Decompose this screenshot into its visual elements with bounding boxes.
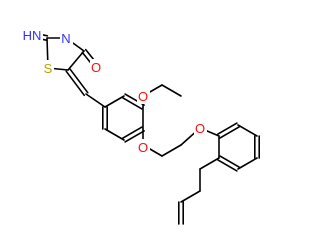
phenoxy-oxygen-atom: O (194, 120, 207, 136)
carbonyl-oxygen-label: O (91, 60, 101, 75)
single-bond (67, 50, 85, 71)
single-bond (161, 144, 182, 157)
double-bond-line (217, 122, 238, 135)
double-bond-line (122, 97, 143, 110)
phenoxy-oxygen-label: O (195, 121, 205, 136)
atom-label-layer: HN N S O O O O (21, 27, 207, 155)
single-bond (85, 93, 106, 108)
double-bond-line (219, 126, 240, 139)
single-bond (237, 124, 258, 137)
ring-sulfur-atom: S (42, 60, 54, 76)
aryl-ether-oxygen-label: O (138, 140, 148, 155)
single-bond (237, 157, 258, 170)
imine-nitrogen-label: HN (23, 28, 42, 43)
double-bond-line (65, 70, 86, 97)
ethoxy-oxygen-label: O (138, 89, 148, 104)
ring-nitrogen-atom: N (60, 30, 73, 46)
single-bond (104, 128, 125, 141)
ring-nitrogen-label: N (61, 31, 70, 46)
structure-diagram: HN N S O O O O (21, 27, 261, 225)
single-bond (199, 157, 220, 170)
aryl-ether-oxygen-atom: O (137, 139, 150, 155)
imine-nitrogen-atom: HN (21, 27, 43, 43)
carbonyl-oxygen-atom: O (90, 59, 103, 75)
double-bond-line (217, 159, 238, 172)
ring-sulfur-label: S (44, 61, 53, 76)
double-bond-line (122, 126, 143, 139)
double-bond-line (68, 67, 89, 94)
single-bond (104, 95, 125, 108)
single-bond (161, 84, 182, 97)
single-bond (180, 190, 201, 203)
ethoxy-oxygen-atom: O (137, 88, 150, 104)
bond-layer (30, 32, 261, 225)
double-bond-line (219, 155, 240, 168)
double-bond-line (124, 130, 145, 143)
